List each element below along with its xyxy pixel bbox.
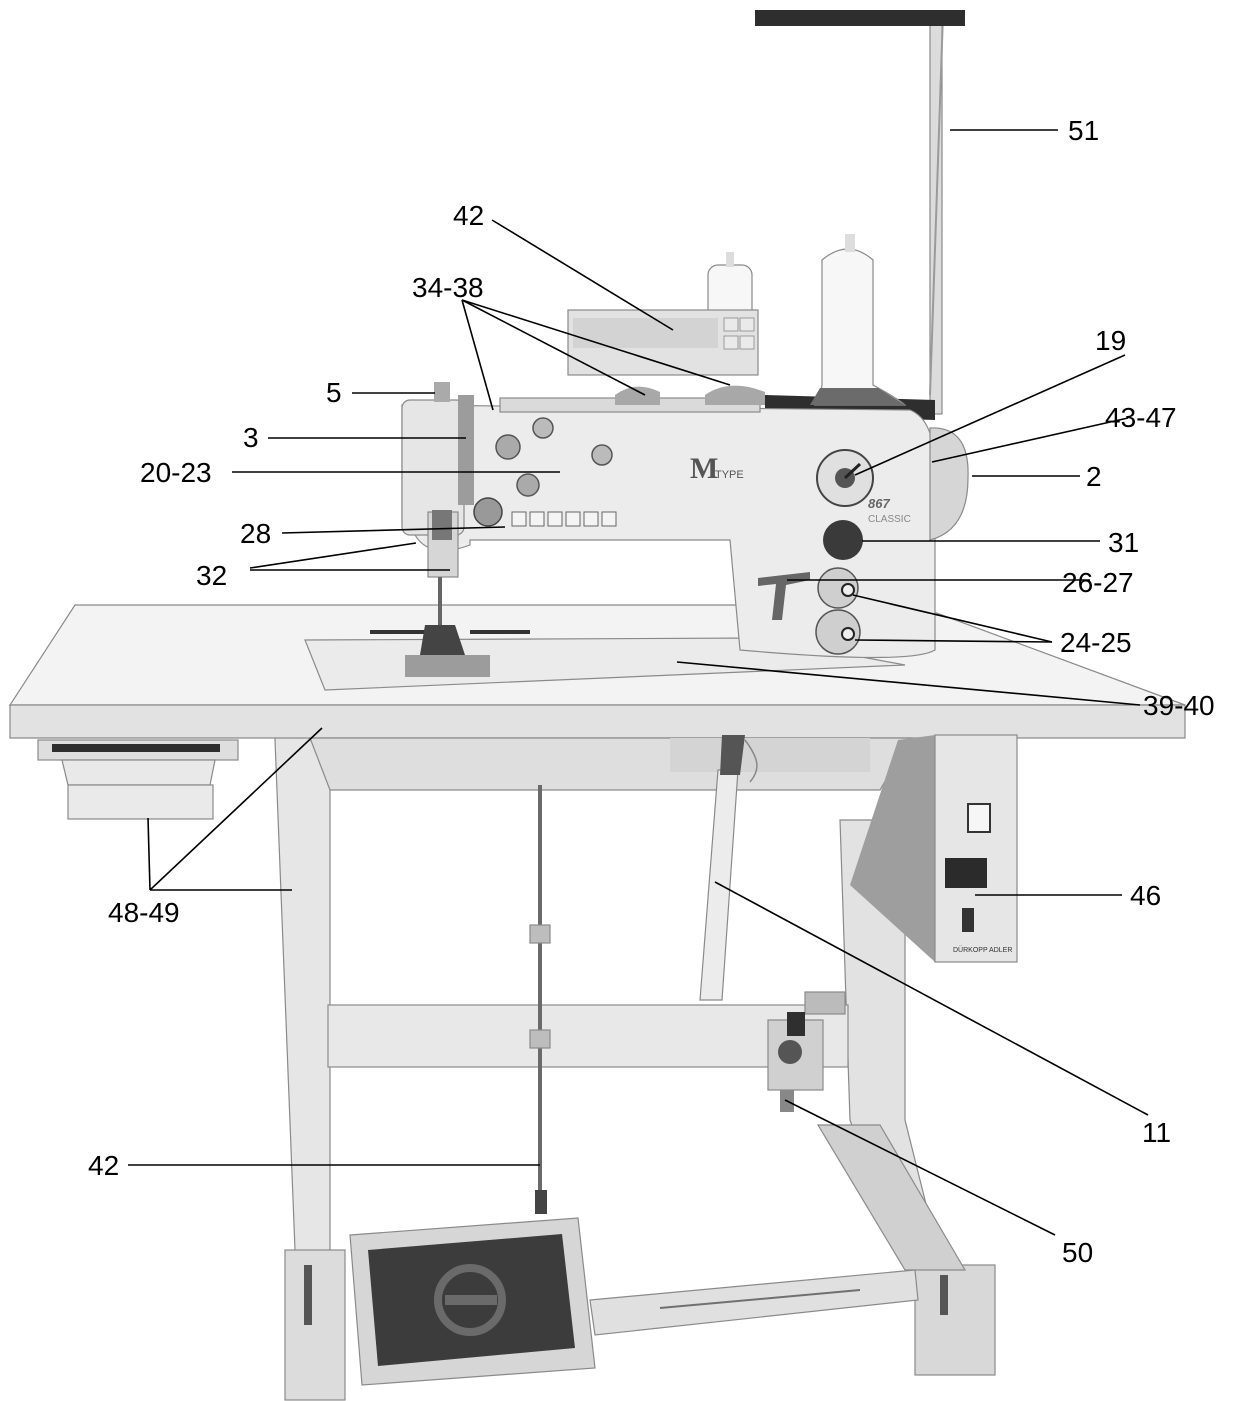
left-foot — [284, 1249, 346, 1401]
left-leg — [274, 729, 331, 1261]
callout-48-49: 48-49 — [108, 897, 180, 928]
callout-43-47: 43-47 — [1105, 402, 1177, 433]
control-display — [945, 858, 987, 888]
leader-48-49-b — [149, 727, 323, 891]
foot-pedal — [349, 1217, 596, 1386]
control-box: DÜRKOPP ADLER — [850, 734, 1018, 963]
pedal-linkage — [529, 785, 551, 1214]
callout-26-27: 26-27 — [1062, 567, 1134, 598]
tension-knob-4 — [591, 444, 613, 466]
leader-50 — [784, 1099, 1056, 1236]
leveling-screw-left — [304, 1265, 312, 1325]
callout-2: 2 — [1086, 461, 1102, 492]
knob-24-25 — [815, 609, 861, 655]
leveling-screw-right — [940, 1275, 948, 1315]
knee-lever-top — [720, 735, 745, 775]
leader-39-40 — [676, 661, 1141, 706]
head-keypad — [511, 511, 617, 527]
tension-knob-1 — [495, 434, 521, 460]
control-box-front — [934, 734, 1018, 963]
callout-51: 51 — [1068, 115, 1099, 146]
callout-11: 11 — [1142, 1117, 1171, 1148]
leader-43-47 — [931, 417, 1129, 463]
knob-31 — [823, 520, 863, 560]
leader-48-49-a — [147, 817, 151, 891]
leader-34-38-b — [461, 299, 646, 396]
tension-knob-2 — [532, 417, 554, 439]
callout-28: 28 — [240, 518, 271, 549]
reverse-lever — [758, 572, 810, 620]
callout-20-23: 20-23 — [140, 457, 212, 488]
leader-11 — [714, 881, 1149, 1116]
callout-labels: 51 42 34-38 19 5 43-47 3 20-23 2 28 31 3… — [88, 115, 1215, 1268]
callout-31: 31 — [1108, 527, 1139, 558]
model-line: CLASSIC — [868, 514, 911, 525]
control-keypad — [962, 908, 974, 932]
callout-32: 32 — [196, 560, 227, 591]
drawer — [37, 739, 239, 820]
model-number: 867 — [868, 496, 890, 511]
leader-28 — [281, 526, 506, 534]
leader-34-38-c — [461, 299, 731, 386]
machine-head: M TYPE 867 CLASSIC — [401, 309, 969, 659]
right-foot — [914, 1264, 996, 1376]
tension-knob-5 — [473, 497, 503, 527]
table-edge — [9, 704, 1186, 739]
bottom-rail — [589, 1269, 919, 1336]
pedal-logo — [434, 1264, 506, 1336]
drawer-front — [67, 784, 214, 820]
control-brand-label: DÜRKOPP ADLER — [953, 946, 1012, 954]
stand-frame — [274, 729, 996, 1401]
brand-logo: M — [690, 452, 718, 485]
callout-42-bottom: 42 — [88, 1150, 119, 1181]
callout-24-25: 24-25 — [1060, 627, 1132, 658]
thread-guide-bar — [755, 10, 965, 26]
tension-knob-3 — [516, 473, 540, 497]
leader-24-25-a — [852, 594, 1053, 643]
right-base-plate — [816, 1124, 967, 1271]
callout-34-38: 34-38 — [412, 272, 484, 303]
oil-pan-bottom — [670, 738, 870, 772]
brand-suffix: TYPE — [715, 469, 744, 481]
control-box-side — [850, 735, 935, 962]
callout-46: 46 — [1130, 880, 1161, 911]
regulator-knob — [787, 1012, 805, 1036]
callout-50: 50 — [1062, 1237, 1093, 1268]
knob-26-27 — [817, 567, 859, 609]
leader-42-top — [491, 219, 674, 331]
power-switch — [967, 803, 991, 833]
callout-39-40: 39-40 — [1143, 690, 1215, 721]
callout-5: 5 — [326, 377, 342, 408]
handwheel — [929, 427, 969, 541]
drawer-box — [61, 759, 216, 786]
callout-42-top: 42 — [453, 200, 484, 231]
leader-lines — [128, 129, 1149, 1236]
cross-bar — [327, 1004, 849, 1068]
pressure-regulator — [767, 991, 846, 1112]
leader-32-a — [249, 542, 417, 569]
leader-34-38-a — [461, 299, 494, 411]
spool-right — [813, 248, 907, 406]
callout-19: 19 — [1095, 325, 1126, 356]
presser-foot — [420, 625, 465, 655]
callout-3: 3 — [243, 422, 259, 453]
slide-plate — [405, 655, 490, 677]
leader-24-25-b — [854, 639, 1053, 643]
leader-19 — [854, 354, 1126, 476]
drawer-slot — [52, 744, 220, 752]
